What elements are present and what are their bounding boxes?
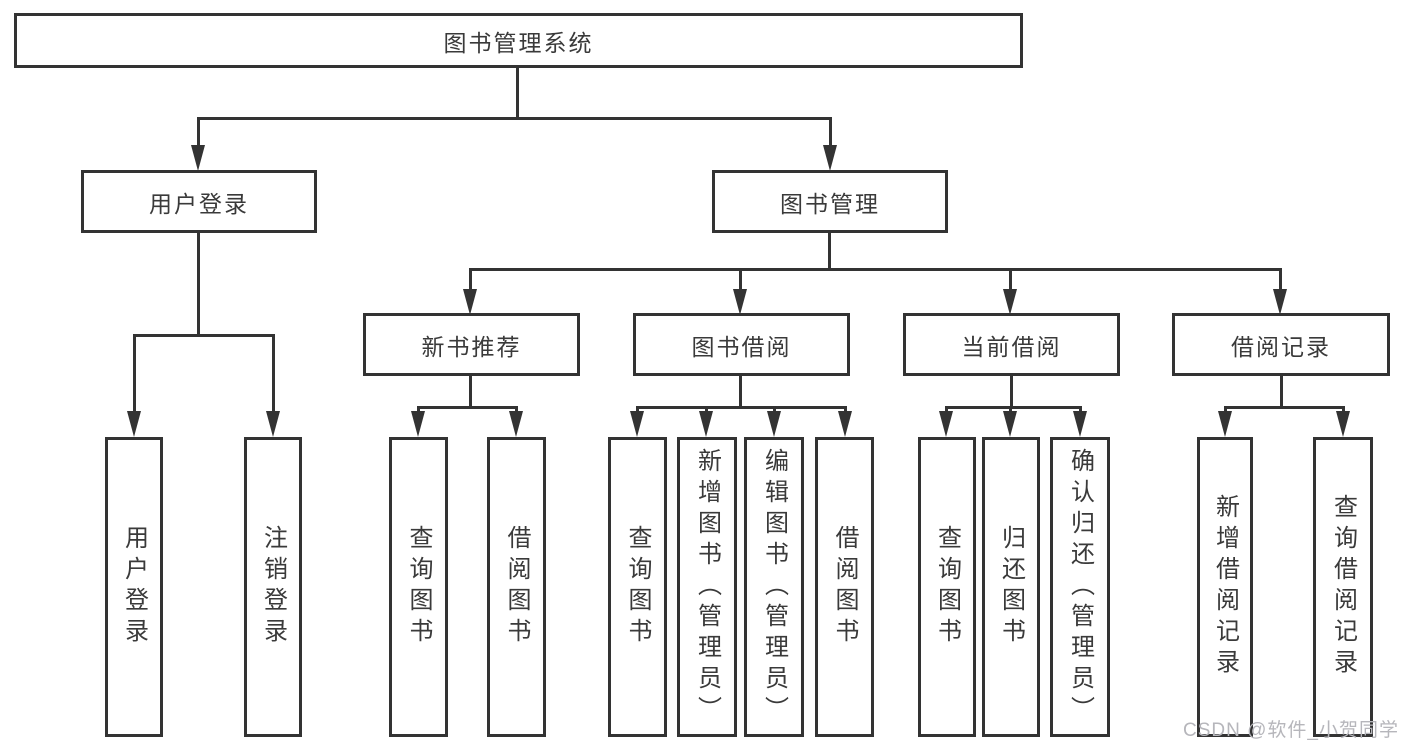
arrow-down-icon	[509, 411, 523, 437]
node-label: 新书推荐	[421, 333, 522, 360]
node-label: 确认归还（管理员）	[1066, 447, 1094, 727]
connector-user-login-hline	[133, 334, 275, 337]
connector-hline	[945, 406, 1082, 409]
connector-drop	[1279, 268, 1282, 292]
arrow-down-icon	[1336, 411, 1350, 437]
arrow-down-icon	[411, 411, 425, 437]
node-current-borrowing: 当前借阅	[903, 313, 1120, 376]
node-new-book-recommend: 新书推荐	[363, 313, 580, 376]
connector-drop	[636, 406, 639, 414]
node-label: 查询借阅记录	[1329, 494, 1357, 680]
node-label: 用户登录	[120, 525, 148, 649]
vbox-cb-return-books: 归还图书	[982, 437, 1040, 737]
node-label: 借阅图书	[831, 525, 858, 649]
arrow-down-icon	[767, 411, 781, 437]
connector-stem	[1010, 376, 1013, 409]
connector-root-stem	[516, 68, 519, 119]
arrow-down-icon	[733, 289, 747, 315]
connector-drop	[417, 406, 420, 414]
connector-book-mgmt-stem	[828, 233, 831, 270]
connector-hline	[417, 406, 518, 409]
connector-drop	[1342, 406, 1345, 414]
vbox-logout: 注销登录	[244, 437, 302, 737]
node-label: 图书管理系统	[443, 29, 594, 56]
node-label: 归还图书	[997, 525, 1025, 649]
connector-book-mgmt-drop	[829, 117, 832, 148]
node-label: 借阅记录	[1231, 333, 1331, 360]
node-label: 借阅图书	[503, 525, 530, 649]
arrow-down-icon	[191, 145, 205, 171]
connector-stem	[469, 376, 472, 409]
node-borrow-records: 借阅记录	[1172, 313, 1390, 376]
connector-drop	[469, 268, 472, 292]
connector-drop	[272, 334, 275, 414]
node-label: 图书管理	[780, 190, 880, 217]
csdn-watermark: CSDN @软件_小贺同学	[1183, 720, 1399, 741]
arrow-down-icon	[1273, 289, 1287, 315]
node-label: 编辑图书（管理员）	[760, 447, 788, 727]
arrow-down-icon	[463, 289, 477, 315]
connector-stem	[1280, 376, 1283, 409]
node-label: 图书借阅	[691, 333, 792, 360]
connector-drop	[739, 268, 742, 292]
connector-user-login-drop	[197, 117, 200, 148]
arrow-down-icon	[1218, 411, 1232, 437]
connector-hline	[1224, 406, 1345, 409]
vbox-bb-add-books-admin: 新增图书（管理员）	[677, 437, 737, 737]
connector-drop	[133, 334, 136, 414]
node-label: 新增图书（管理员）	[693, 447, 721, 727]
connector-drop	[945, 406, 948, 414]
connector-user-login-stem	[197, 233, 200, 336]
arrow-down-icon	[838, 411, 852, 437]
connector-drop	[1224, 406, 1227, 414]
vbox-nb-query-books: 查询图书	[389, 437, 448, 737]
node-book-borrowing: 图书借阅	[633, 313, 850, 376]
vbox-nb-borrow-books: 借阅图书	[487, 437, 546, 737]
node-label: 当前借阅	[961, 333, 1062, 360]
node-root: 图书管理系统	[14, 13, 1023, 68]
node-user-login: 用户登录	[81, 170, 317, 233]
connector-hline	[636, 406, 847, 409]
arrow-down-icon	[699, 411, 713, 437]
arrow-down-icon	[1073, 411, 1087, 437]
node-label: 查询图书	[624, 525, 651, 649]
arrow-down-icon	[1003, 411, 1017, 437]
vbox-user-login: 用户登录	[105, 437, 163, 737]
connector-drop	[773, 406, 776, 414]
connector-root-hline	[197, 117, 832, 120]
arrow-down-icon	[823, 145, 837, 171]
connector-drop	[705, 406, 708, 414]
connector-drop	[1009, 268, 1012, 292]
connector-drop	[1009, 406, 1012, 414]
vbox-bb-query-books: 查询图书	[608, 437, 667, 737]
connector-drop	[844, 406, 847, 414]
arrow-down-icon	[266, 411, 280, 437]
connector-drop	[1079, 406, 1082, 414]
connector-book-mgmt-hline	[469, 268, 1282, 271]
connector-stem	[739, 376, 742, 409]
node-label: 用户登录	[149, 190, 249, 217]
node-book-management: 图书管理	[712, 170, 948, 233]
arrow-down-icon	[630, 411, 644, 437]
vbox-br-query-record: 查询借阅记录	[1313, 437, 1373, 737]
vbox-cb-confirm-return-admin: 确认归还（管理员）	[1050, 437, 1110, 737]
arrow-down-icon	[1003, 289, 1017, 315]
vbox-bb-borrow-books: 借阅图书	[815, 437, 874, 737]
vbox-br-add-record: 新增借阅记录	[1197, 437, 1253, 737]
arrow-down-icon	[127, 411, 141, 437]
vbox-bb-edit-books-admin: 编辑图书（管理员）	[744, 437, 804, 737]
node-label: 注销登录	[259, 525, 287, 649]
vbox-cb-query-books: 查询图书	[918, 437, 976, 737]
node-label: 查询图书	[933, 525, 961, 649]
arrow-down-icon	[939, 411, 953, 437]
node-label: 新增借阅记录	[1211, 494, 1239, 680]
connector-drop	[515, 406, 518, 414]
node-label: 查询图书	[405, 525, 432, 649]
